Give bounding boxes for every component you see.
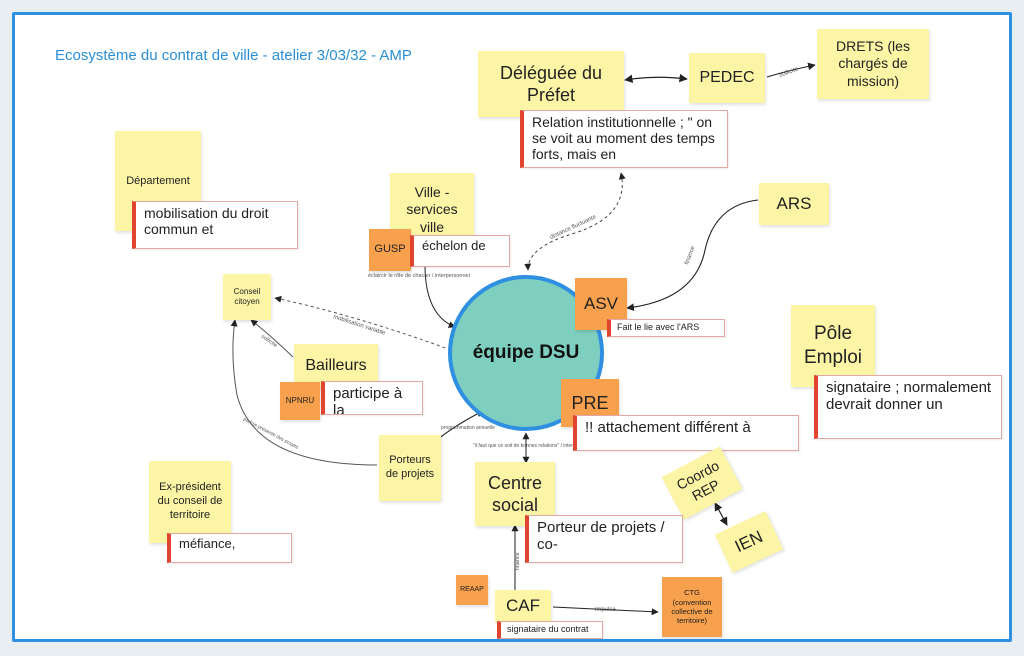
edge-label-bailleurs-conseil: sollicite <box>260 334 278 349</box>
edge-label-caf-ctg: impulse <box>595 607 616 613</box>
link-dsu-conseil <box>274 295 452 351</box>
note-reaap[interactable]: REAAP <box>456 575 488 605</box>
whiteboard-frame: Ecosystème du contrat de ville - atelier… <box>12 12 1012 642</box>
card-ville[interactable]: échelon de <box>410 235 510 267</box>
note-gusp[interactable]: GUSP <box>369 229 411 271</box>
card-delegue-prefet[interactable]: Relation institutionnelle ; " on se voit… <box>520 110 728 168</box>
link-delegue-pedec <box>624 73 688 83</box>
note-drets[interactable]: DRETS (les chargés de mission) <box>817 29 929 99</box>
note-ctg[interactable]: CTG (convention collective de territoire… <box>662 577 722 637</box>
note-ars[interactable]: ARS <box>759 183 829 225</box>
note-conseil-citoyen[interactable]: Conseil citoyen <box>223 274 271 320</box>
card-asv[interactable]: Fait le lie avec l'ARS <box>607 319 725 337</box>
note-porteurs-projets[interactable]: Porteurs de projets <box>379 435 441 501</box>
link-ars-asv <box>626 199 759 312</box>
edge-label-dsu-centre: "il faut que ce soit de bonnes relations… <box>473 443 595 449</box>
card-caf[interactable]: signataire du contrat <box>497 621 603 639</box>
edge-label-ville-dsu: éclaircir le rôle de chacun / interperso… <box>368 273 470 279</box>
note-pole-emploi[interactable]: Pôle Emploi <box>791 305 875 387</box>
card-ex-president[interactable]: méfiance, <box>167 533 292 563</box>
edge-label-porteurs-dsu: programmation annuelle <box>441 425 495 431</box>
link-porteurs-conseil <box>230 319 378 466</box>
edge-label-pedec-drets: sollicite <box>779 66 800 79</box>
edge-label-dsu-conseil: mobilisation variable <box>332 314 386 337</box>
link-delegue-dsu <box>524 172 626 271</box>
note-delegue-prefet[interactable]: Déléguée du Préfet <box>478 51 624 117</box>
card-centre-social[interactable]: Porteur de projets / co- <box>525 515 683 563</box>
link-bailleurs-conseil <box>250 319 294 358</box>
note-ex-president[interactable]: Ex-président du conseil de territoire <box>149 461 231 543</box>
board-title: Ecosystème du contrat de ville - atelier… <box>55 47 412 64</box>
link-ville-dsu <box>424 264 456 328</box>
note-caf[interactable]: CAF <box>495 590 551 622</box>
link-caf-ctg <box>552 606 659 616</box>
card-departement[interactable]: mobilisation du droit commun et <box>132 201 298 249</box>
note-npnru[interactable]: NPNRU <box>280 382 320 420</box>
edge-label-caf-centre: finance <box>515 552 521 570</box>
card-pre[interactable]: !! attachement différent à <box>573 415 799 451</box>
link-pedec-drets <box>766 62 816 78</box>
link-coordo-ien <box>714 502 728 526</box>
edge-label-porteurs-conseil: parfois présente des projets <box>242 416 300 450</box>
edge-label-ars-asv: finance <box>684 245 696 266</box>
note-pedec[interactable]: PEDEC <box>689 53 765 103</box>
note-bailleurs[interactable]: Bailleurs <box>294 344 378 388</box>
card-pole-emploi[interactable]: signataire ; normalement devrait donner … <box>814 375 1002 439</box>
card-bailleurs[interactable]: participe à la <box>321 381 423 415</box>
